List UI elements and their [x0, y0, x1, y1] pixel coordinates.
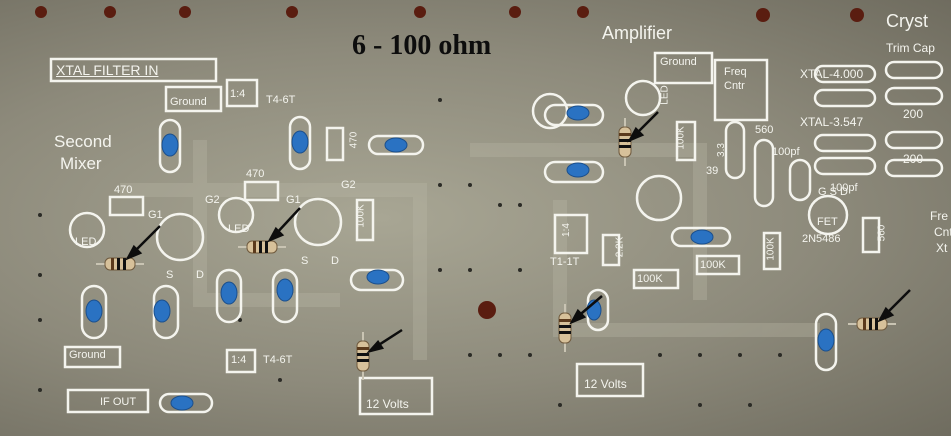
gsd-label: G S D [818, 186, 848, 198]
ground-label-amp: Ground [660, 56, 697, 68]
r100k-label-vertical-right: 100K [765, 237, 777, 261]
r2-2k-label: 2.2K [614, 236, 626, 258]
c100pf-label-top: 100pf [772, 146, 800, 158]
c200-label-bottom: 200 [903, 152, 924, 166]
g2-label-right: G2 [341, 179, 356, 191]
right-edge-label-line1: Fre [930, 209, 948, 223]
ratio-label-t1: 1:4 [560, 223, 572, 237]
twelve-volts-label-right: 12 Volts [584, 377, 627, 391]
r470-label-left: 470 [114, 184, 133, 196]
r3-3-label: 3.3 [715, 143, 727, 157]
xtal-filter-in-label: XTAL FILTER IN [56, 62, 159, 78]
r470-label-mid: 470 [246, 168, 265, 180]
xtal-3547-label: XTAL-3.547 [800, 115, 864, 129]
g1-label-right: G1 [286, 194, 301, 206]
s-label-left: S [166, 269, 174, 281]
g2-label-left: G2 [205, 194, 220, 206]
transformer-label-bottom: T4-6T [263, 354, 293, 366]
led-label-amp: LED [659, 85, 671, 105]
transformer-label-top: T4-6T [266, 94, 296, 106]
d-label-right: D [331, 255, 339, 267]
g1-label-left: G1 [148, 209, 163, 221]
freq-cntr-label-line1: Freq [724, 66, 747, 78]
d-label-left: D [196, 269, 204, 281]
r470-label-vertical: 470 [348, 131, 360, 149]
r560-label-right: 560 [876, 224, 888, 242]
t1-1t-label: T1-1T [550, 256, 580, 268]
amplifier-label: Amplifier [602, 23, 673, 43]
fet-label: FET [817, 216, 838, 228]
ratio-label-top: 1:4 [230, 88, 246, 100]
right-edge-label-line2: Cnt [934, 225, 951, 239]
if-out-label: IF OUT [100, 396, 137, 408]
c100pf-label-fet: 100pf [830, 182, 858, 194]
ratio-label-bottom: 1:4 [231, 354, 247, 366]
page-title: 6 - 100 ohm [352, 30, 492, 61]
r100k-label-left: 100K [355, 204, 367, 228]
second-mixer-label-line1: Second [54, 132, 112, 151]
r560-label-top: 560 [755, 124, 774, 136]
second-mixer-label-line2: Mixer [60, 154, 102, 173]
crystal-section-label: Cryst [886, 11, 928, 31]
right-edge-label-line3: Xt [936, 241, 948, 255]
s-label-right: S [301, 255, 309, 267]
freq-cntr-label-line2: Cntr [724, 80, 745, 92]
trim-cap-label: Trim Cap [886, 41, 935, 55]
ground-label-top: Ground [170, 96, 207, 108]
xtal-4000-label: XTAL-4.000 [800, 67, 864, 81]
twelve-volts-label-left: 12 Volts [366, 397, 409, 411]
r100k-label-bottom: 100K [637, 273, 663, 285]
c200-label-top: 200 [903, 107, 924, 121]
led-label-mid: LED [228, 223, 250, 235]
r100k-label-bottom2: 100K [700, 259, 726, 271]
fet-part-label: 2N5486 [802, 233, 841, 245]
r100k-label-amp: 100K [675, 126, 687, 150]
ground-label-bottom: Ground [69, 349, 106, 361]
r39-label: 39 [706, 165, 719, 177]
led-label-left: LED [75, 236, 97, 248]
